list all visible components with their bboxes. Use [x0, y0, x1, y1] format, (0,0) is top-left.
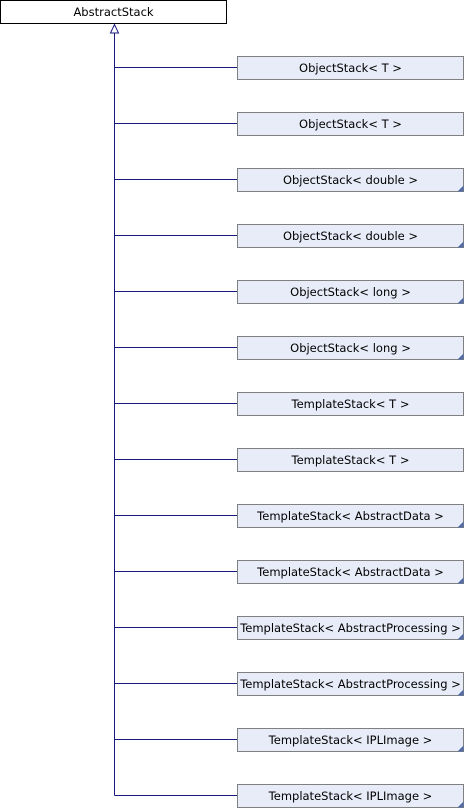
more-corner-marker [457, 633, 464, 640]
more-corner-marker [457, 241, 464, 248]
derived-class-label: TemplateStack< T > [291, 453, 410, 467]
derived-class-label: TemplateStack< IPLImage > [268, 789, 433, 803]
derived-class-node[interactable]: ObjectStack< long > [237, 336, 464, 360]
derived-class-label: TemplateStack< AbstractProcessing > [239, 677, 461, 691]
more-corner-marker [457, 745, 464, 752]
derived-class-node[interactable]: TemplateStack< AbstractData > [237, 560, 464, 584]
derived-class-label: TemplateStack< AbstractData > [256, 509, 444, 523]
derived-class-node[interactable]: TemplateStack< AbstractProcessing > [237, 616, 464, 640]
derived-class-label: ObjectStack< long > [290, 341, 411, 355]
derived-class-node[interactable]: TemplateStack< T > [237, 448, 464, 472]
derived-class-nodes: ObjectStack< T > ObjectStack< T > ObjectSt… [237, 56, 464, 808]
derived-class-node[interactable]: ObjectStack< long > [237, 280, 464, 304]
derived-class-node[interactable]: ObjectStack< double > [237, 224, 464, 248]
base-class-node[interactable]: AbstractStack [0, 0, 227, 24]
derived-class-label: ObjectStack< double > [283, 173, 418, 187]
derived-class-label: ObjectStack< T > [299, 117, 402, 131]
derived-class-node[interactable]: TemplateStack< AbstractProcessing > [237, 672, 464, 696]
derived-class-node[interactable]: ObjectStack< T > [237, 56, 464, 80]
more-corner-marker [457, 689, 464, 696]
base-class-label: AbstractStack [73, 5, 153, 19]
base-class-box [0, 0, 227, 24]
derived-class-node[interactable]: TemplateStack< T > [237, 392, 464, 416]
more-corner-marker [457, 297, 464, 304]
inheritance-edges [109, 23, 238, 796]
derived-class-label: ObjectStack< T > [299, 61, 402, 75]
more-corner-marker [457, 521, 464, 528]
derived-class-label: TemplateStack< AbstractProcessing > [239, 621, 461, 635]
more-corner-marker [457, 185, 464, 192]
derived-class-node[interactable]: ObjectStack< T > [237, 112, 464, 136]
more-corner-marker [457, 801, 464, 808]
derived-class-node[interactable]: TemplateStack< IPLImage > [237, 784, 464, 808]
derived-class-label: TemplateStack< IPLImage > [268, 733, 433, 747]
derived-class-label: ObjectStack< double > [283, 229, 418, 243]
derived-class-node[interactable]: TemplateStack< AbstractData > [237, 504, 464, 528]
derived-class-label: TemplateStack< T > [291, 397, 410, 411]
more-corner-marker [457, 353, 464, 360]
inheritance-arrowhead [109, 23, 120, 34]
derived-class-label: TemplateStack< AbstractData > [256, 565, 444, 579]
derived-class-node[interactable]: TemplateStack< IPLImage > [237, 728, 464, 752]
more-corner-marker [457, 577, 464, 584]
derived-class-node[interactable]: ObjectStack< double > [237, 168, 464, 192]
derived-class-label: ObjectStack< long > [290, 285, 411, 299]
